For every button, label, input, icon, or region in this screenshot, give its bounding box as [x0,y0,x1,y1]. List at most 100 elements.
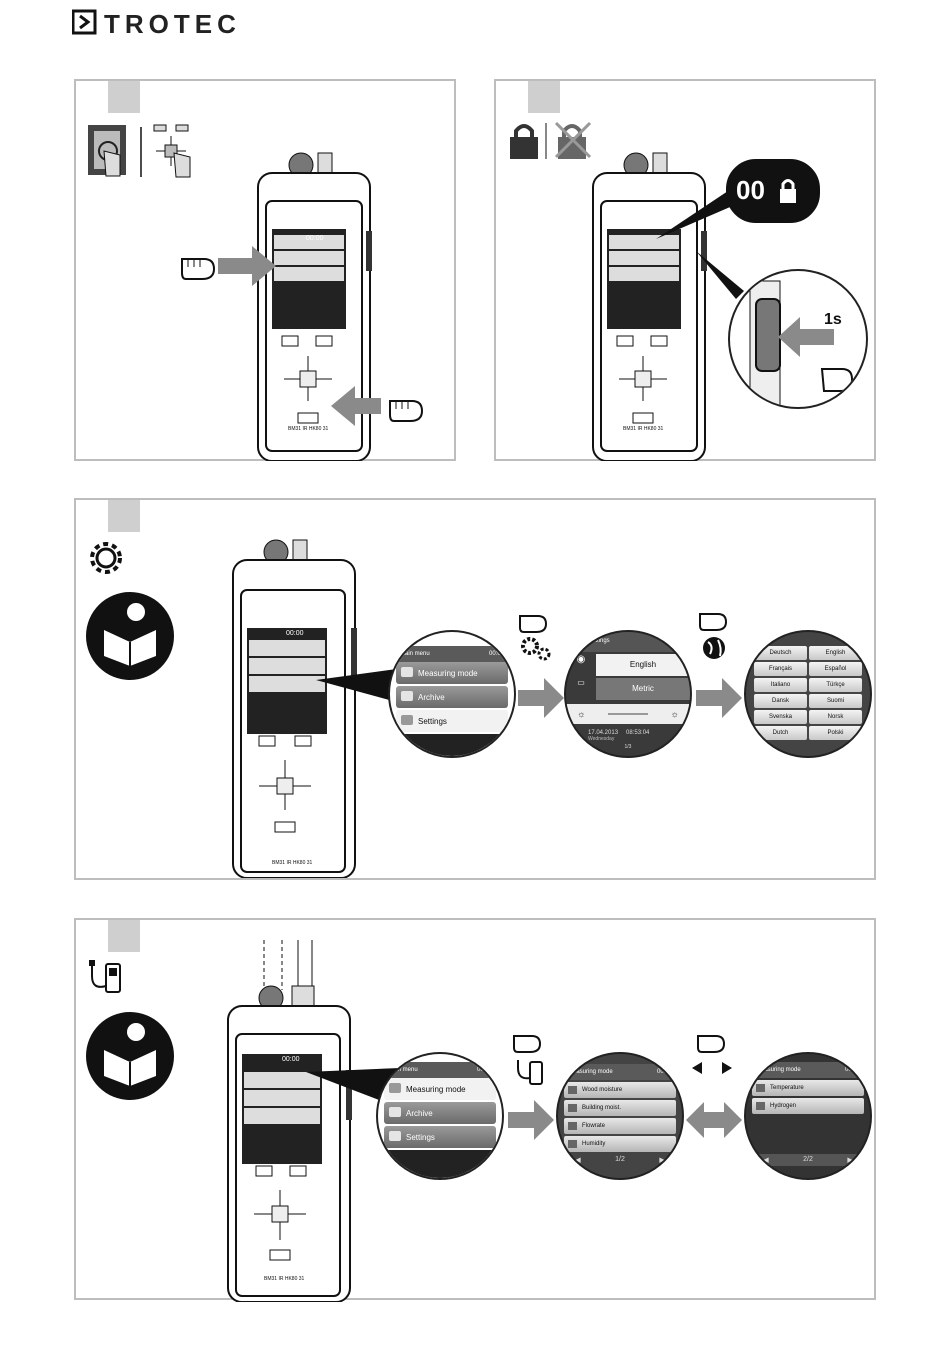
page-indicator: 2/2 [803,1156,813,1163]
language-option[interactable]: Español [809,662,862,676]
device-model-label: BM31 IR HK80 31 [623,426,664,432]
measuring-title: Measuring mode [568,1069,613,1075]
measurement-type-icon [568,1104,577,1112]
settings-header: Settings [566,632,690,652]
measurement-type-icon [568,1140,577,1148]
device-illustration [591,151,721,466]
zoom-main-menu: Main menu 00:00 Measuring mode Archive Se… [376,1052,504,1180]
language-option[interactable]: Français [754,662,807,676]
settings-weekday: Wednesday [588,736,615,742]
hold-duration-label: 1s [824,311,842,328]
globe-icon: ◉ [576,654,586,665]
hand-press-icon [180,253,216,286]
measuring-mode-item[interactable]: Flowrate [564,1118,676,1134]
step-number-box [528,81,560,113]
pagination-bar: ◀ 1/2 ▶ [558,1156,682,1164]
measuring-title: Measuring mode [756,1067,801,1073]
next-page-arrow[interactable]: ▶ [847,1157,853,1164]
menu-item-archive[interactable]: Archive [396,686,508,708]
measuring-mode-item[interactable]: Humidity [564,1136,676,1152]
language-option[interactable]: English [809,646,862,660]
zoom-side-button: 1s [728,269,868,409]
previous-page-arrow[interactable]: ◀ [763,1157,769,1164]
measuring-mode-icon [88,960,128,1001]
step-number-box [108,500,140,532]
measuring-mode-label: Humidity [582,1141,606,1147]
gear-icon [389,1131,401,1141]
settings-date[interactable]: 17.04.2013 [588,730,619,736]
settings-time[interactable]: 08:53:04 [626,730,650,736]
device-illustration [256,151,386,466]
main-menu-time: 00:00 [488,651,504,657]
step-number-box [108,920,140,952]
gear-icon [88,540,124,581]
touch-screen-icon [86,121,206,186]
measurement-type-icon [756,1084,765,1092]
device-screen-time: 00:00 [282,1056,300,1063]
device-screen-time: 00:00 [306,235,324,242]
menu-item-label: Measuring mode [406,1084,466,1094]
folder-icon [389,1107,401,1117]
zoom-settings-screen: Settings ◉ English ▭ Metric ☼☼ 17.04.201… [564,630,692,758]
previous-page-arrow[interactable]: ◀ [575,1157,581,1164]
hand-and-device-icon [510,1032,550,1093]
pointer-arrow-to-button [331,386,381,426]
brightness-slider[interactable]: ☼☼ [566,704,690,724]
brand-name: TROTEC [104,9,241,39]
menu-item-label: Archive [406,1108,433,1118]
device-model-label: BM31 IR HK80 31 [288,426,329,432]
language-option[interactable]: Dutch [754,726,807,740]
zoom-connector [656,191,744,239]
main-menu-title: Main menu [388,1067,418,1073]
next-arrow [518,678,564,718]
folder-icon [401,691,413,701]
zoom-lock-indicator: 00 [726,159,820,223]
language-option[interactable]: Dansk [754,694,807,708]
main-menu-time: 00:00 [476,1067,492,1073]
units-setting[interactable]: Metric [596,678,690,700]
device-illustration [231,538,361,883]
language-option[interactable]: Norsk [809,710,862,724]
next-page-arrow[interactable]: ▶ [659,1157,665,1164]
language-setting[interactable]: English [596,654,690,676]
measuring-mode-label: Building moist. [582,1105,622,1111]
menu-item-settings[interactable]: Settings [384,1126,496,1148]
measuring-mode-item[interactable]: Wood moisture [564,1082,676,1098]
measuring-time: 00:00 [656,1069,672,1075]
trotec-logo: TROTEC [71,8,272,43]
device-icon [401,667,413,677]
measuring-mode-label: Flowrate [582,1123,606,1129]
menu-item-archive[interactable]: Archive [384,1102,496,1124]
read-manual-icon [84,590,176,687]
language-option[interactable]: Deutsch [754,646,807,660]
language-option[interactable]: Türkçe [809,678,862,692]
next-arrow [696,678,742,718]
hand-press-icon [388,395,424,428]
next-arrow [508,1100,554,1140]
language-option[interactable]: Suomi [809,694,862,708]
language-option[interactable]: Svenska [754,710,807,724]
measuring-mode-item[interactable]: Hydrogen [752,1098,864,1114]
navigate-both-ways-arrow [686,1102,742,1138]
measuring-mode-label: Hydrogen [770,1103,797,1109]
measuring-mode-item[interactable]: Temperature [752,1080,864,1096]
page-indicator: 1/2 [615,1156,625,1163]
menu-item-measuring-mode[interactable]: Measuring mode [396,662,508,684]
zoom-connector [316,668,404,704]
measuring-mode-item[interactable]: Building moist. [564,1100,676,1116]
menu-item-measuring-mode[interactable]: Measuring mode [384,1078,496,1100]
language-option[interactable]: Polski [809,726,862,740]
menu-item-label: Settings [406,1132,435,1142]
settings-page-indicator: 1/3 [624,744,632,750]
read-manual-icon [84,1010,176,1107]
panel-1: 00:00 BM31 IR HK80 31 [74,79,456,462]
menu-item-settings[interactable]: Settings [396,710,508,732]
ruler-icon: ▭ [577,678,585,687]
language-option[interactable]: Italiano [754,678,807,692]
pointer-arrow-to-screen [218,246,276,286]
lock-icon [780,179,796,203]
